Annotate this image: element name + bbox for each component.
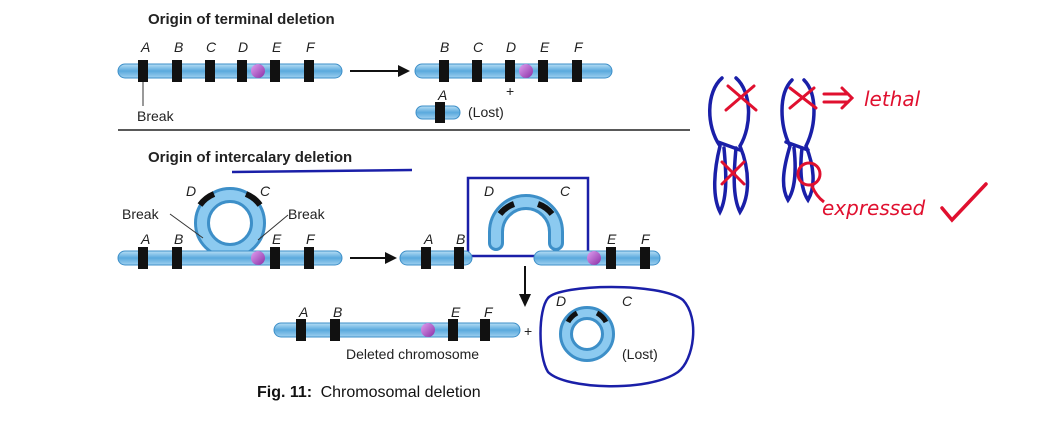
result-gene-c: C [473, 39, 484, 55]
ring-gene-c: C [622, 293, 633, 309]
deleted-gene-a: A [298, 304, 308, 320]
result-gene-f: F [574, 39, 584, 55]
lost-ring-label: (Lost) [622, 346, 658, 362]
gene-label-b: B [174, 39, 183, 55]
caption-text: Chromosomal deletion [321, 384, 481, 401]
expressed-annotation: expressed [822, 196, 926, 220]
red-checkmark [940, 182, 988, 223]
deleted-gene-e: E [451, 304, 461, 320]
break-left-pointer [169, 213, 204, 239]
figure-caption: Fig. 11: Chromosomal deletion [257, 384, 481, 401]
lost-ring-ink-circle [539, 285, 695, 388]
result-gene-b: B [440, 39, 449, 55]
handdrawn-chromosome-right [780, 78, 816, 204]
gene-label-e: E [272, 39, 282, 55]
break-left-label: Break [122, 206, 160, 222]
excised-segment-ink-box [466, 176, 590, 258]
deleted-gene-f: F [484, 304, 494, 320]
caption-number: Fig. 11: [257, 384, 312, 401]
terminal-original-chromosome [117, 60, 343, 82]
implies-arrow [822, 86, 855, 110]
terminal-arrow [350, 65, 410, 77]
intercalary-labels-left: A B E F [140, 231, 316, 247]
intercalary-loop [194, 187, 266, 259]
down-arrow [519, 266, 531, 307]
broken-left-piece [399, 247, 473, 269]
ring-gene-d: D [556, 293, 566, 309]
lost-ring [559, 306, 615, 362]
terminal-break-label: Break [137, 108, 175, 124]
deleted-gene-b: B [333, 304, 342, 320]
terminal-deletion-title: Origin of terminal deletion [148, 11, 335, 28]
terminal-lost-label: (Lost) [468, 104, 504, 120]
broken-labels: A B E F [423, 231, 651, 247]
terminal-gene-labels-result: B C D E F [440, 39, 584, 55]
terminal-gene-labels: A B C D E F [140, 39, 316, 55]
broken-gene-a: A [423, 231, 433, 247]
break-right-pointer [257, 214, 289, 241]
red-circle-mark [796, 161, 822, 187]
excised-arc-segment [488, 194, 564, 251]
intercalary-plus: + [524, 323, 532, 339]
terminal-lost-fragment [415, 102, 461, 123]
title-underline-ink [231, 168, 413, 174]
result-gene-d: D [506, 39, 516, 55]
intercalary-deletion-title: Origin of intercalary deletion [148, 149, 352, 166]
loop-gene-d: D [186, 183, 196, 199]
gene-label-f: F [306, 39, 316, 55]
red-cross-marks [720, 84, 818, 186]
gene-e-intercalary: E [272, 231, 282, 247]
broken-gene-f: F [641, 231, 651, 247]
broken-gene-b: B [456, 231, 465, 247]
deleted-chromosome [273, 319, 521, 341]
intercalary-arrow [350, 252, 397, 264]
deleted-chromosome-label: Deleted chromosome [346, 346, 479, 362]
terminal-result-chromosome [414, 60, 613, 82]
loop-gene-c: C [260, 183, 271, 199]
gene-f-intercalary: F [306, 231, 316, 247]
intercalary-original-chromosome [117, 247, 343, 269]
break-right-label: Break [288, 206, 326, 222]
gene-label-d: D [238, 39, 248, 55]
lethal-annotation: lethal [864, 87, 921, 111]
broken-right-piece [533, 247, 661, 269]
broken-gene-e: E [607, 231, 617, 247]
gene-a-intercalary: A [140, 231, 150, 247]
gene-b-intercalary: B [174, 231, 183, 247]
arc-gene-d: D [484, 183, 494, 199]
gene-label-a: A [140, 39, 150, 55]
result-gene-e: E [540, 39, 550, 55]
deleted-gene-labels: A B E F [298, 304, 494, 320]
terminal-plus: + [506, 83, 514, 99]
gene-label-c: C [206, 39, 217, 55]
red-pointer-line [810, 185, 825, 204]
arc-gene-c: C [560, 183, 571, 199]
fragment-gene-a: A [437, 87, 447, 103]
